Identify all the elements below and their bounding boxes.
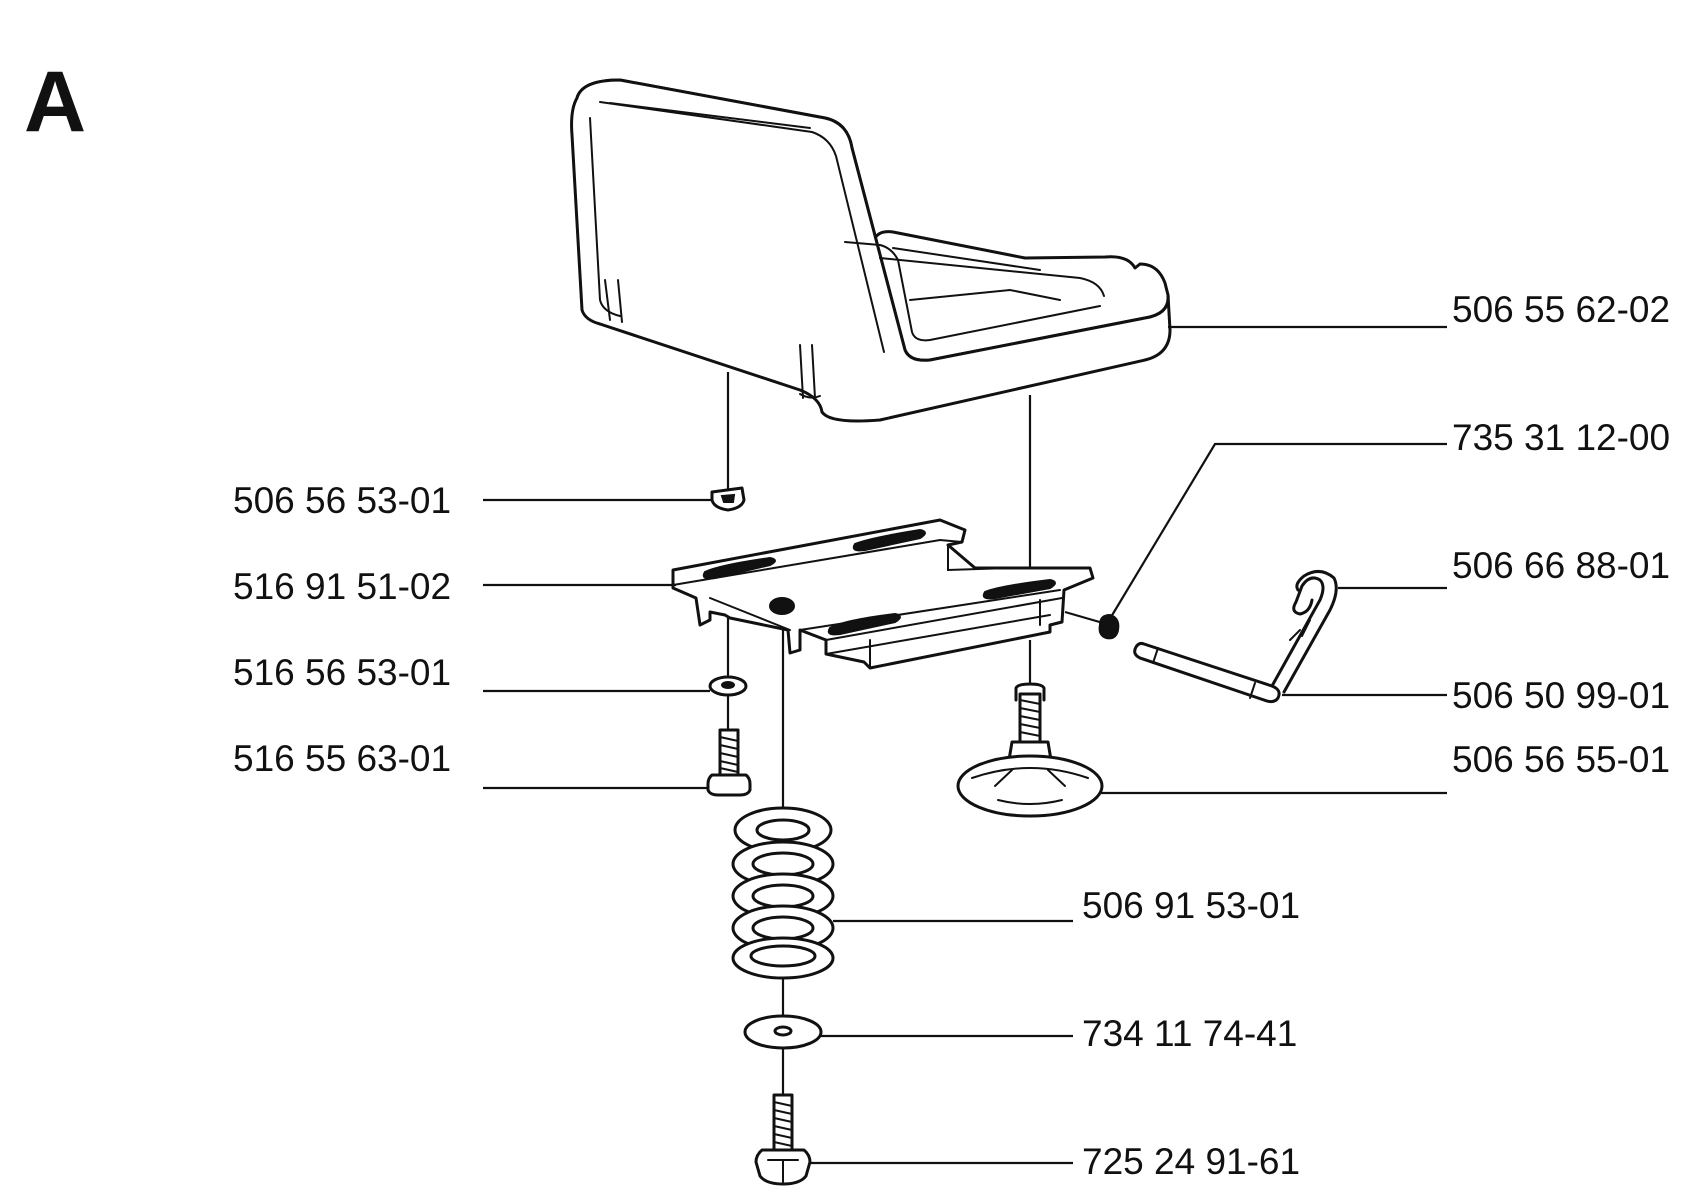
label-screw: 516 55 63-01	[233, 738, 451, 779]
label-seat: 506 55 62-02	[1452, 289, 1670, 330]
washer-large-part	[743, 1014, 823, 1050]
bracket-part	[671, 518, 1095, 670]
label-clip-nut: 735 31 12-00	[1452, 417, 1670, 458]
label-bracket: 516 91 51-02	[233, 566, 451, 607]
label-washer-large: 734 11 74-41	[1082, 1013, 1297, 1054]
spring-part	[731, 806, 835, 980]
assembly-axis-lines	[726, 372, 1111, 1095]
part-number-labels: 506 55 62-02 735 31 12-00 506 66 88-01 5…	[233, 289, 1670, 1182]
clip-nut-part	[1098, 613, 1120, 640]
label-bolt: 725 24 91-61	[1082, 1141, 1300, 1182]
knob-part	[956, 682, 1104, 818]
label-spring: 506 91 53-01	[1082, 885, 1300, 926]
washer-small-part	[708, 675, 748, 697]
pin-part	[1133, 641, 1281, 704]
section-letter: A	[24, 54, 86, 150]
nut-top-part	[710, 486, 746, 512]
seat-part	[570, 78, 1172, 423]
label-hairpin-clip: 506 66 88-01	[1452, 545, 1670, 586]
label-knob: 506 56 55-01	[1452, 739, 1670, 780]
label-pin: 506 50 99-01	[1452, 675, 1670, 716]
bolt-part	[754, 1093, 812, 1186]
leader-lines	[483, 325, 1447, 1165]
hairpin-clip-part	[1270, 570, 1338, 694]
label-washer-small: 516 56 53-01	[233, 652, 451, 693]
label-nut-top: 506 56 53-01	[233, 480, 451, 521]
screw-part	[706, 728, 752, 797]
